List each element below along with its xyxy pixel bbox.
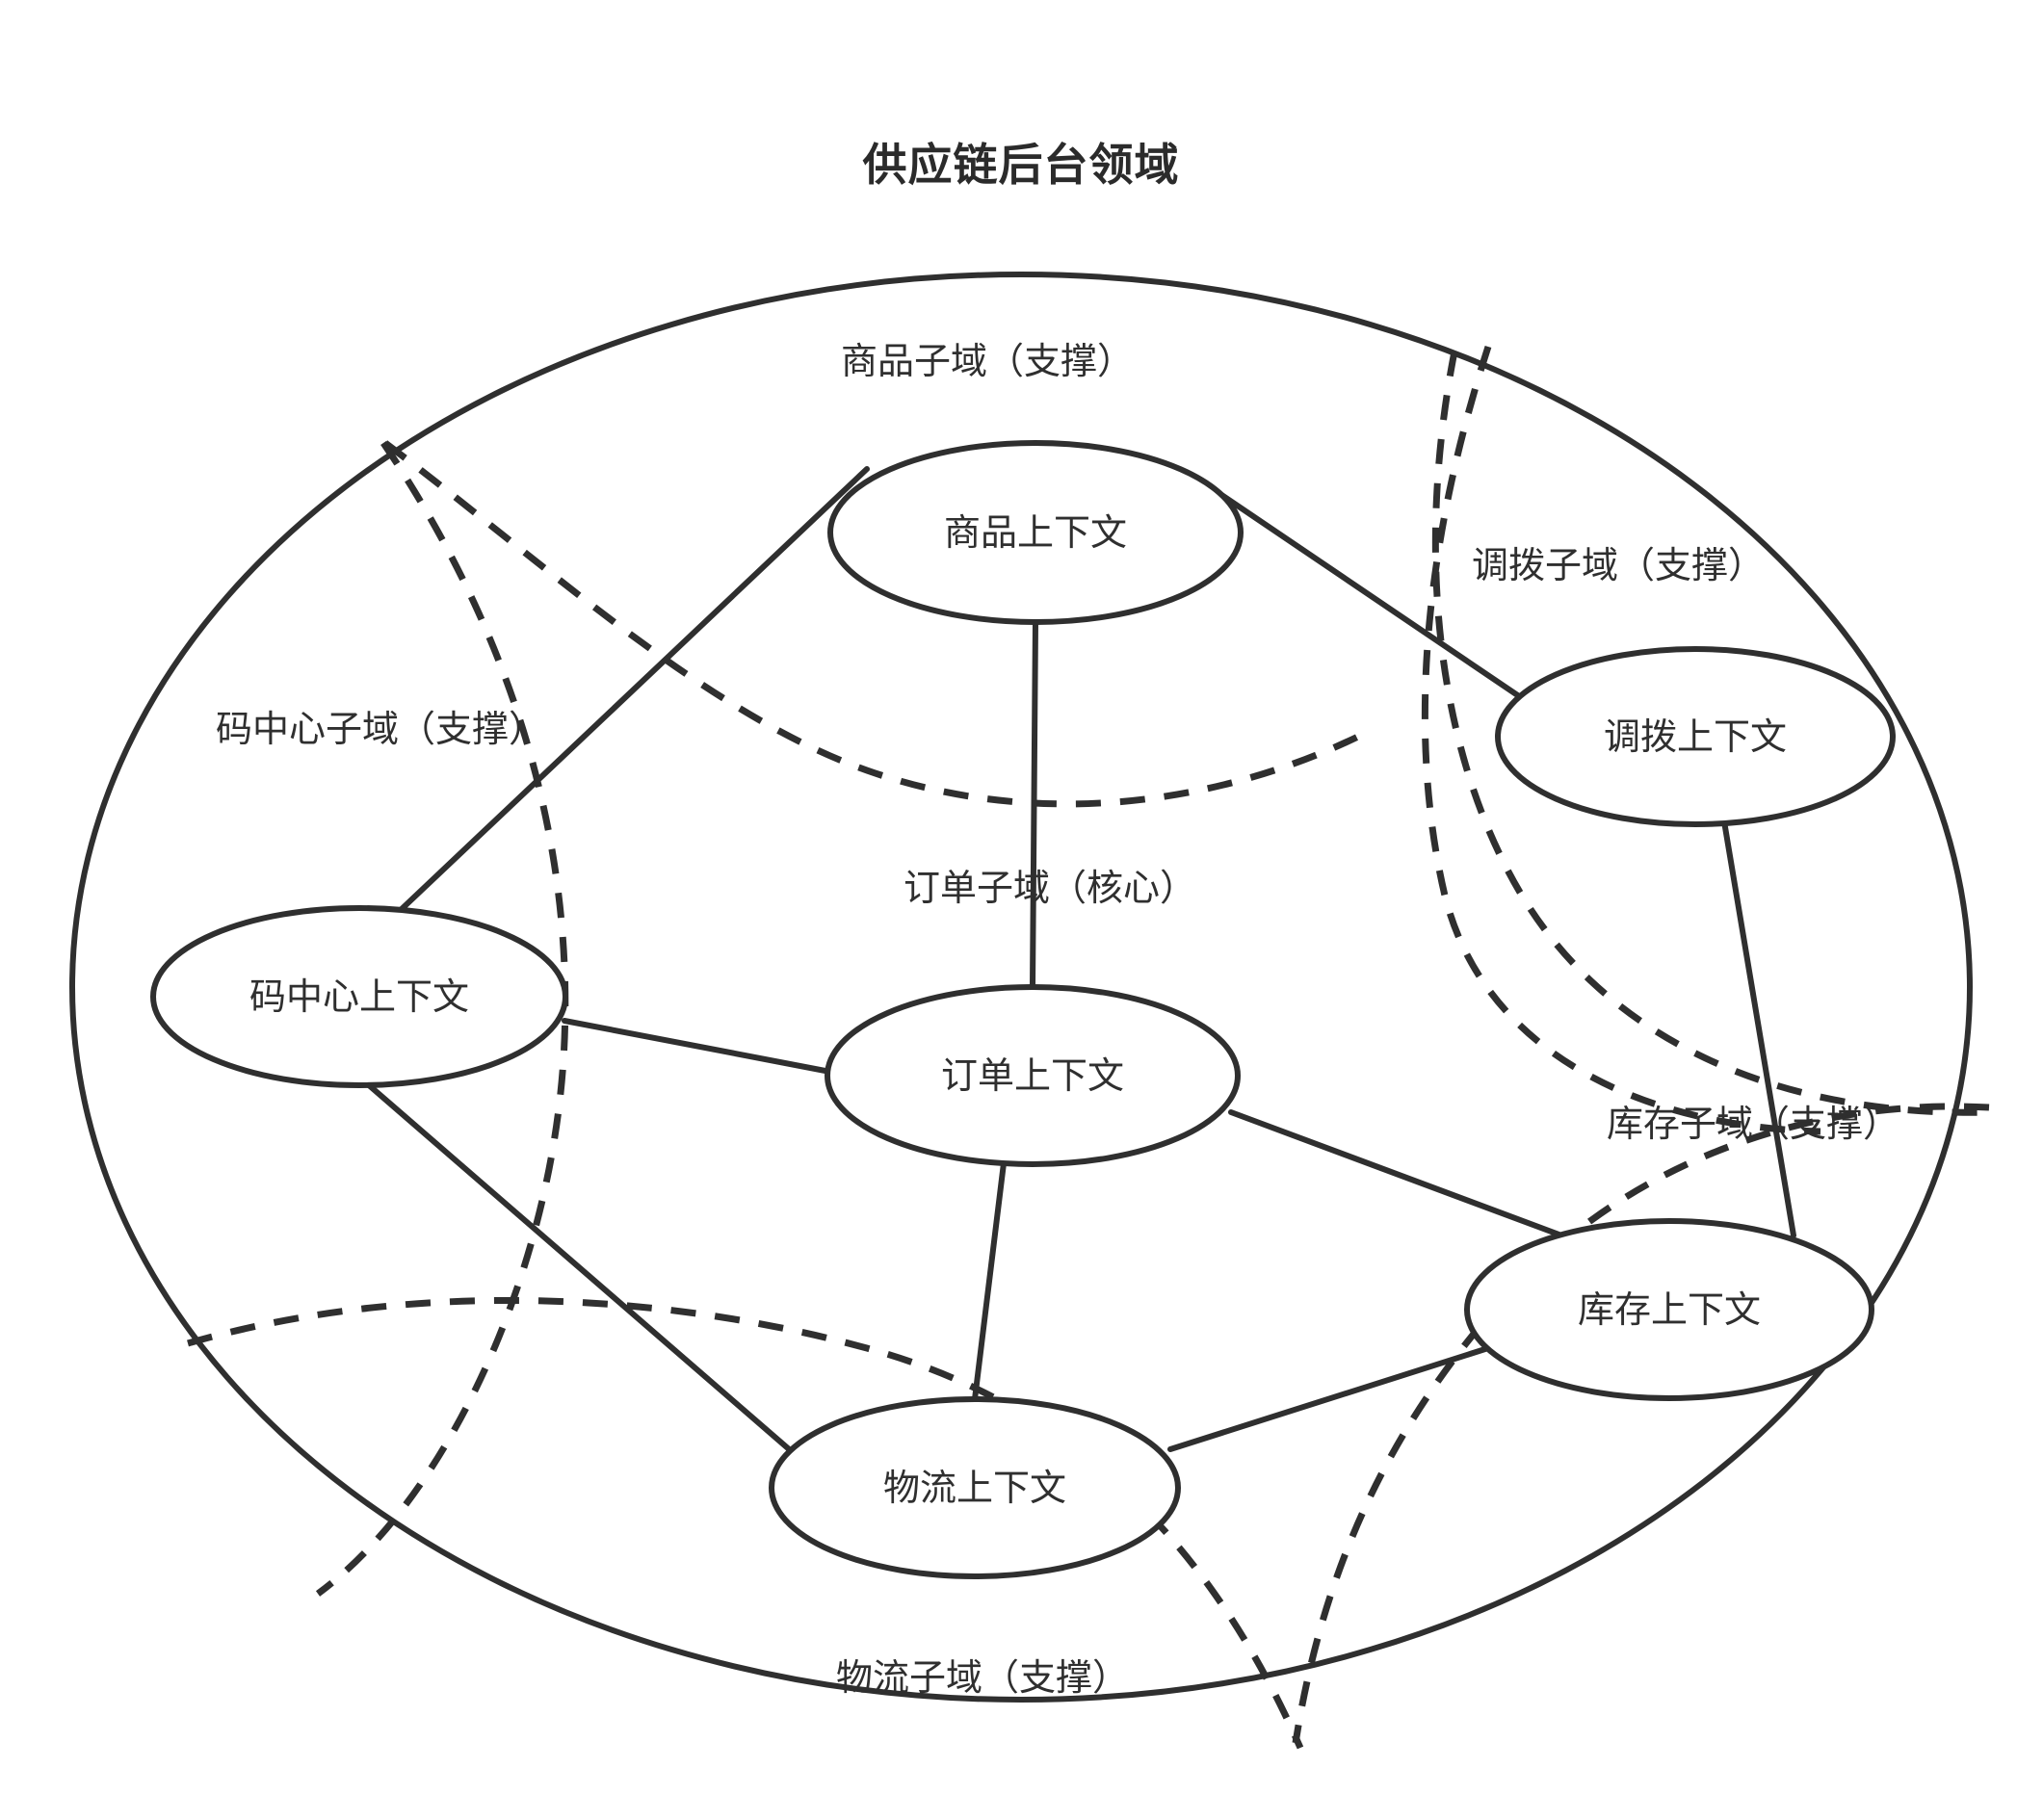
logistics-context-label: 物流上下文 <box>883 1469 1066 1509</box>
relation-product-code <box>382 466 870 927</box>
code-center-subdomain-boundary <box>315 441 569 1597</box>
subdomain-label-product: 商品子域（支撑） <box>841 342 1134 382</box>
order-context-label: 订单上下文 <box>941 1056 1124 1097</box>
context-relations <box>366 466 1796 1476</box>
bounded-context-order[interactable]: 订单上下文 <box>825 984 1241 1167</box>
subdomain-label-logistics: 物流子域（支撑） <box>836 1658 1129 1699</box>
subdomain-label-order: 订单子域（核心） <box>904 869 1196 909</box>
product-subdomain-boundary <box>382 440 1370 808</box>
bounded-context-product[interactable]: 商品上下文 <box>827 440 1244 625</box>
bounded-context-logistics[interactable]: 物流上下文 <box>769 1396 1181 1579</box>
logistics-subdomain-boundary <box>187 1296 1304 1750</box>
product-context-label: 商品上下文 <box>944 513 1127 554</box>
relation-order-inventory <box>1228 1109 1583 1245</box>
subdomain-label-inventory: 库存子域（支撑） <box>1607 1105 1899 1145</box>
code-center-context-label: 码中心上下文 <box>249 977 469 1018</box>
relation-order-logistics <box>972 1160 1007 1402</box>
page-title: 供应链后台领域 <box>863 140 1180 190</box>
relation-code-logistics <box>366 1082 820 1476</box>
bounded-context-inventory[interactable]: 库存上下文 <box>1464 1218 1874 1401</box>
allocation-inventory-boundary <box>1431 351 1990 1116</box>
relation-code-order <box>562 1018 833 1075</box>
bounded-context-allocation[interactable]: 调拨上下文 <box>1495 646 1896 827</box>
relation-allocation-inventory <box>1721 819 1796 1238</box>
logistics-context-ellipse[interactable] <box>769 1396 1181 1579</box>
relation-product-allocation <box>1206 483 1525 701</box>
inventory-context-label: 库存上下文 <box>1578 1290 1761 1331</box>
relation-product-order <box>1030 619 1038 990</box>
allocation-subdomain-boundary <box>1421 345 1821 1135</box>
allocation-context-ellipse[interactable] <box>1495 646 1896 827</box>
product-context-ellipse[interactable] <box>827 440 1244 625</box>
bounded-contexts: 商品上下文 调拨上下文 码中心上下文 订单上下文 库存上下文 物流上下文 <box>150 440 1896 1579</box>
outer-domain-boundary <box>69 272 1973 1703</box>
relation-logistics-inventory <box>1167 1345 1491 1452</box>
order-context-ellipse[interactable] <box>825 984 1241 1167</box>
subdomain-labels: 商品子域（支撑） 调拨子域（支撑） 码中心子域（支撑） 订单子域（核心） 库存子… <box>216 342 1899 1699</box>
code-center-context-ellipse[interactable] <box>150 905 568 1088</box>
allocation-context-label: 调拨上下文 <box>1604 717 1787 758</box>
inventory-context-ellipse[interactable] <box>1464 1218 1874 1401</box>
subdomain-label-code-center: 码中心子域（支撑） <box>216 710 545 750</box>
inventory-subdomain-boundary <box>1292 1103 1990 1744</box>
subdomain-label-allocation: 调拨子域（支撑） <box>1472 546 1765 586</box>
bounded-context-code-center[interactable]: 码中心上下文 <box>150 905 568 1088</box>
